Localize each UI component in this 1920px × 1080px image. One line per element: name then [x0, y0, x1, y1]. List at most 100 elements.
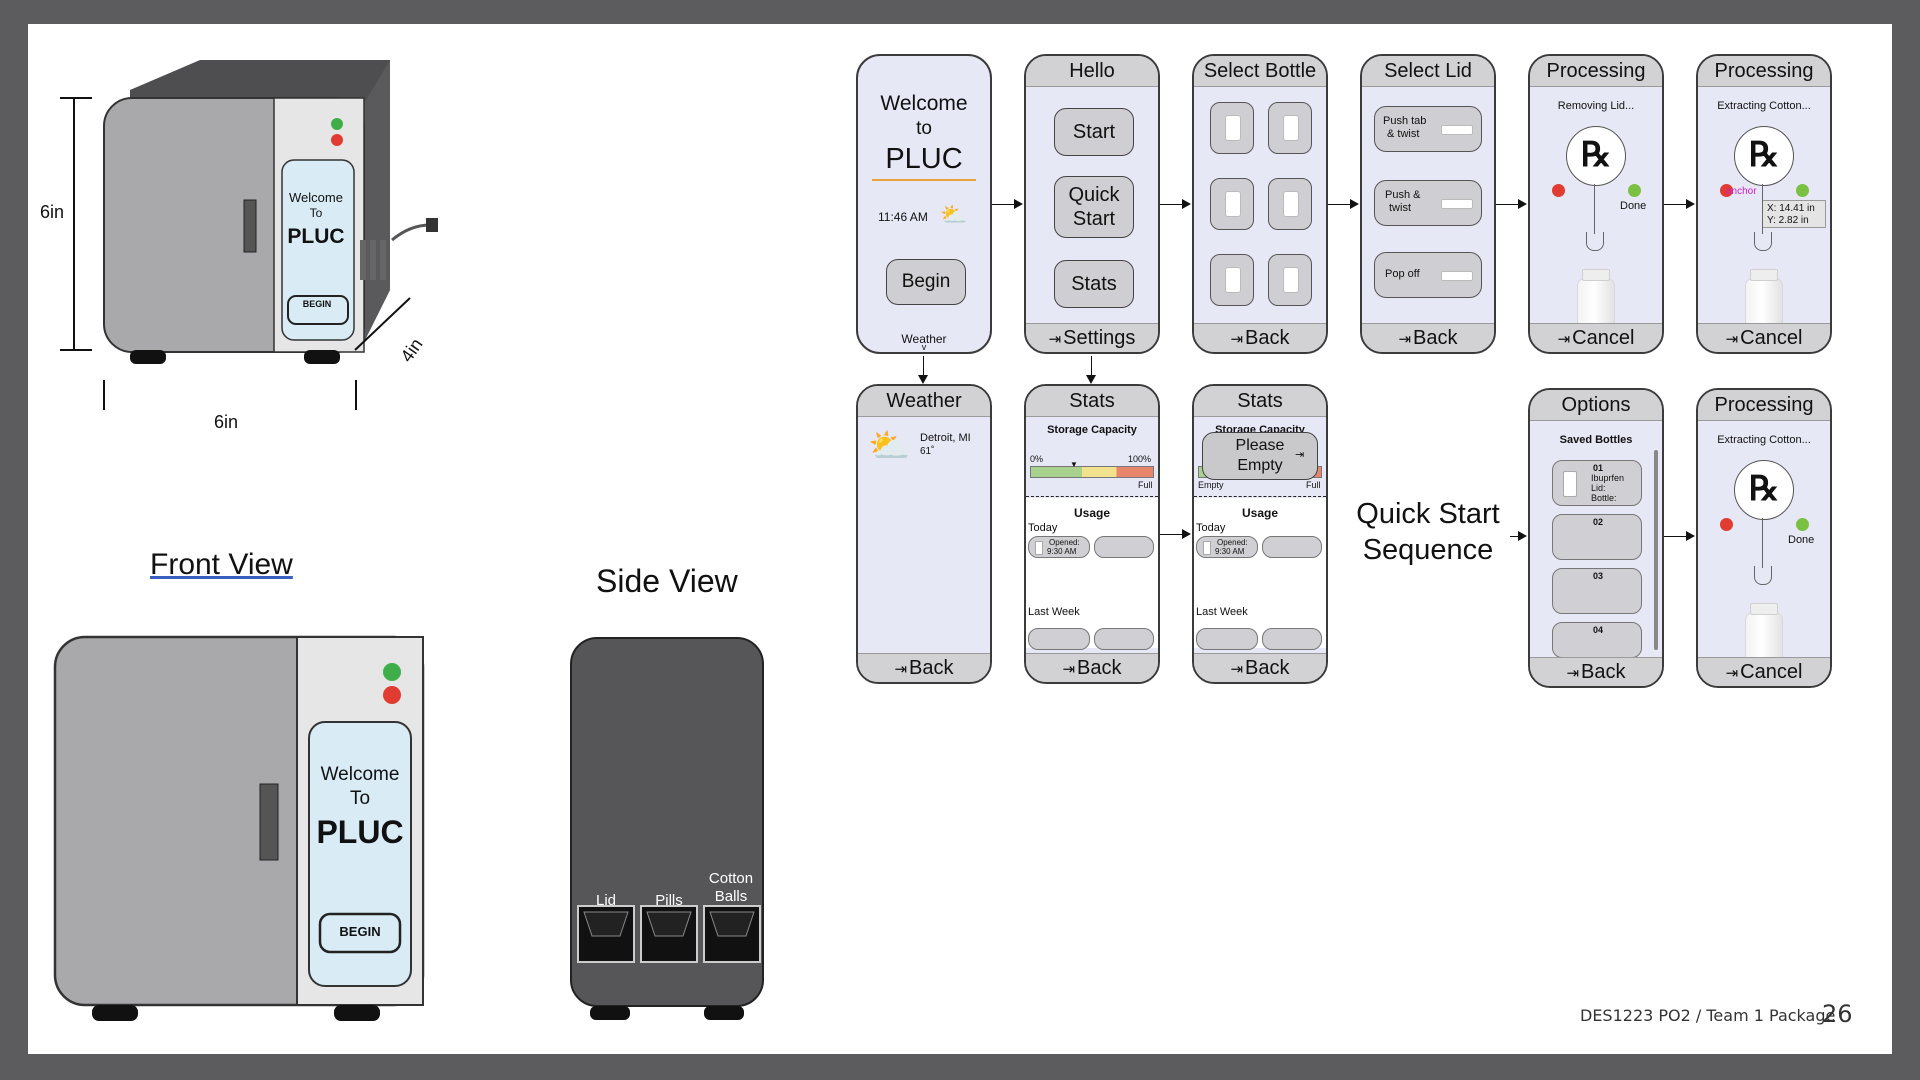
slot1-name: Ibuprfen — [1591, 473, 1625, 483]
weather-cloud-sun-icon: ⛅ — [940, 202, 968, 227]
slot1-number: 01 — [1593, 463, 1604, 473]
sign-in-icon: ⇥ — [1398, 331, 1412, 348]
bottle-tile-3[interactable] — [1210, 178, 1254, 230]
sign-in-icon: ⇥ — [1230, 331, 1244, 348]
usage-heading: Usage — [1241, 506, 1279, 520]
saved-bottle-slot-1[interactable]: 01 Ibuprfen Lid: Bottle: — [1552, 460, 1642, 506]
usage-entry[interactable]: Opened: 9:30 AM — [1028, 536, 1090, 558]
lid-option-push-tab[interactable]: Push tab & twist — [1374, 106, 1482, 152]
cancel-footer-button[interactable]: ⇥Cancel — [1530, 323, 1662, 352]
flow-arrowhead — [1686, 199, 1695, 209]
usage-last-week: Last Week — [1028, 606, 1080, 618]
bottle-mini-icon — [1563, 471, 1577, 497]
usage-entry-empty[interactable] — [1094, 536, 1154, 558]
coord-x: X: 14.41 in — [1767, 203, 1815, 214]
back-footer-button[interactable]: ⇥Back — [1026, 653, 1158, 682]
begin-button[interactable]: Begin — [886, 259, 966, 305]
quick-start-line1: Quick — [1068, 184, 1120, 206]
quick-start-line2: Start — [1072, 208, 1116, 230]
back-footer-button[interactable]: ⇥Back — [1530, 657, 1662, 686]
usage-panel — [1026, 498, 1158, 648]
back-footer-button[interactable]: ⇥Back — [858, 653, 990, 682]
bottle-tile-1[interactable] — [1210, 102, 1254, 154]
flow-arrowhead — [1686, 531, 1695, 541]
capacity-max: 100% — [1128, 454, 1152, 464]
weather-cloud-sun-icon: ⛅ — [868, 427, 911, 465]
lid-option-push-twist[interactable]: Push & twist — [1374, 180, 1482, 226]
usage-entry-empty[interactable] — [1028, 628, 1090, 650]
usage-opened-time: 9:30 AM — [1047, 547, 1077, 556]
bottle-tile-6[interactable] — [1268, 254, 1312, 306]
welcome-time: 11:46 AM — [878, 210, 928, 224]
usage-entry-empty[interactable] — [1262, 536, 1322, 558]
start-button[interactable]: Start — [1054, 108, 1134, 156]
gripper-claw-icon — [1586, 232, 1604, 251]
flow-arrowhead-down — [1086, 375, 1096, 384]
bottle-tile-4[interactable] — [1268, 178, 1312, 230]
capacity-full: Full — [1138, 480, 1153, 490]
stop-indicator — [1552, 184, 1565, 197]
side-slot-pills: Pills — [655, 892, 683, 909]
usage-entry[interactable]: Opened: 9:30 AM — [1196, 536, 1258, 558]
flow-arrow — [1510, 536, 1518, 537]
flow-arrowhead — [1350, 199, 1359, 209]
back-label: Back — [1245, 657, 1290, 679]
saved-bottle-slot-3[interactable]: 03 — [1552, 568, 1642, 614]
screen-stats-1: Stats Storage Capacity 0% 100% ▼ Full Us… — [1024, 384, 1160, 684]
capacity-min: 0% — [1030, 454, 1044, 464]
flow-arrow — [1664, 536, 1686, 537]
usage-today: Today — [1028, 522, 1058, 534]
saved-bottles-heading: Saved Bottles — [1559, 434, 1633, 446]
scrollbar[interactable] — [1654, 450, 1658, 650]
slide-page-number: 26 — [1822, 1000, 1853, 1028]
capacity-heading: Storage Capacity — [1047, 424, 1137, 436]
rx-icon: ℞ — [1734, 460, 1794, 520]
saved-bottle-slot-4[interactable]: 04 — [1552, 622, 1642, 658]
front-screen-brand: PLUC — [316, 814, 404, 850]
sign-in-icon: ⇥ — [1566, 665, 1580, 682]
usage-opened: Opened: — [1049, 538, 1080, 547]
flow-arrow — [1160, 204, 1182, 205]
back-footer-button[interactable]: ⇥Back — [1194, 323, 1326, 352]
flow-arrowhead — [1182, 529, 1191, 539]
usage-panel — [1194, 498, 1326, 648]
lid-opt3-label: Pop off — [1385, 268, 1420, 280]
usage-entry-empty[interactable] — [1262, 628, 1322, 650]
device-isometric — [60, 60, 438, 364]
please-empty-popup[interactable]: Please Empty ⇥ — [1202, 432, 1318, 480]
sign-in-icon: ⇥ — [1230, 661, 1244, 678]
stats-button[interactable]: Stats — [1054, 260, 1134, 308]
side-view-title: Side View — [596, 563, 738, 599]
front-view-drawing — [53, 635, 425, 1021]
quick-start-button[interactable]: Quick Start — [1054, 176, 1134, 238]
iso-screen-brand: PLUC — [287, 225, 345, 248]
stats2-title: Stats — [1194, 386, 1326, 417]
flow-arrow — [1496, 204, 1518, 205]
settings-footer-button[interactable]: ⇥Settings — [1026, 323, 1158, 352]
qs-line1: Quick Start — [1356, 498, 1500, 530]
back-footer-button[interactable]: ⇥Back — [1194, 653, 1326, 682]
screen-select-lid: Select Lid Push tab & twist Push & twist… — [1360, 54, 1496, 354]
back-label: Back — [1077, 657, 1122, 679]
select-lid-title: Select Lid — [1362, 56, 1494, 87]
flow-arrow — [1160, 534, 1182, 535]
usage-opened-time: 9:30 AM — [1215, 547, 1245, 556]
processing2-title: Processing — [1698, 56, 1830, 87]
flow-arrowhead — [1518, 199, 1527, 209]
weather-link[interactable]: Weather — [901, 332, 947, 346]
quick-start-sequence-label: Quick Start Sequence — [1346, 496, 1510, 568]
lid-option-pop-off[interactable]: Pop off — [1374, 252, 1482, 298]
welcome-line2: to — [916, 118, 932, 139]
usage-entry-empty[interactable] — [1196, 628, 1258, 650]
lid-opt1-line2: & twist — [1387, 128, 1420, 140]
cancel-footer-button[interactable]: ⇥Cancel — [1698, 657, 1830, 686]
bottle-tile-2[interactable] — [1268, 102, 1312, 154]
screen-stats-2: Stats Storage Capacity Empty Full Please… — [1192, 384, 1328, 684]
usage-entry-empty[interactable] — [1094, 628, 1154, 650]
back-footer-button[interactable]: ⇥Back — [1362, 323, 1494, 352]
welcome-brand: PLUC — [885, 143, 963, 175]
bottle-tile-5[interactable] — [1210, 254, 1254, 306]
gripper-arm — [1762, 518, 1763, 568]
cancel-footer-button[interactable]: ⇥Cancel — [1698, 323, 1830, 352]
saved-bottle-slot-2[interactable]: 02 — [1552, 514, 1642, 560]
